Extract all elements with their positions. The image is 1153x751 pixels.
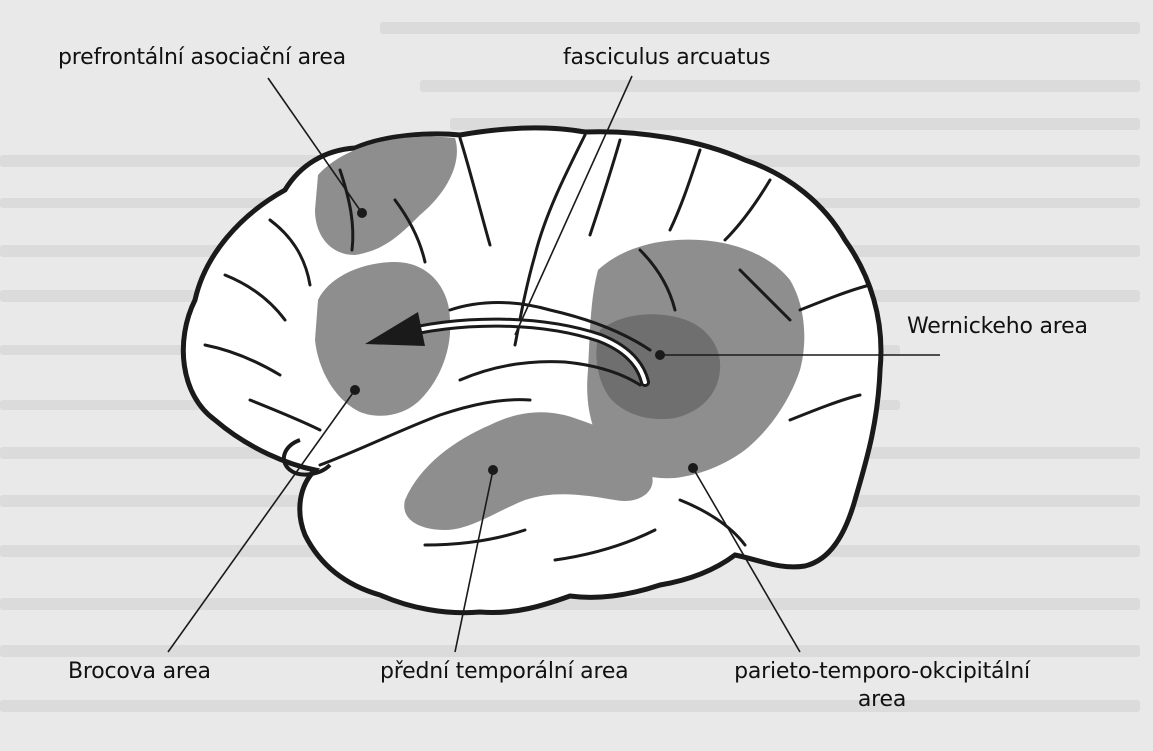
label-prefrontal: prefrontální asociační area [58,44,346,72]
label-wernicke: Wernickeho area [907,313,1088,341]
label-parieto: parieto-temporo-okcipitální area [722,658,1042,714]
label-parieto-line1: parieto-temporo-okcipitální [722,658,1042,686]
label-temporal: přední temporální area [380,658,628,686]
label-broca: Brocova area [68,658,211,686]
label-parieto-line2: area [722,686,1042,714]
label-fasciculus: fasciculus arcuatus [563,44,770,72]
